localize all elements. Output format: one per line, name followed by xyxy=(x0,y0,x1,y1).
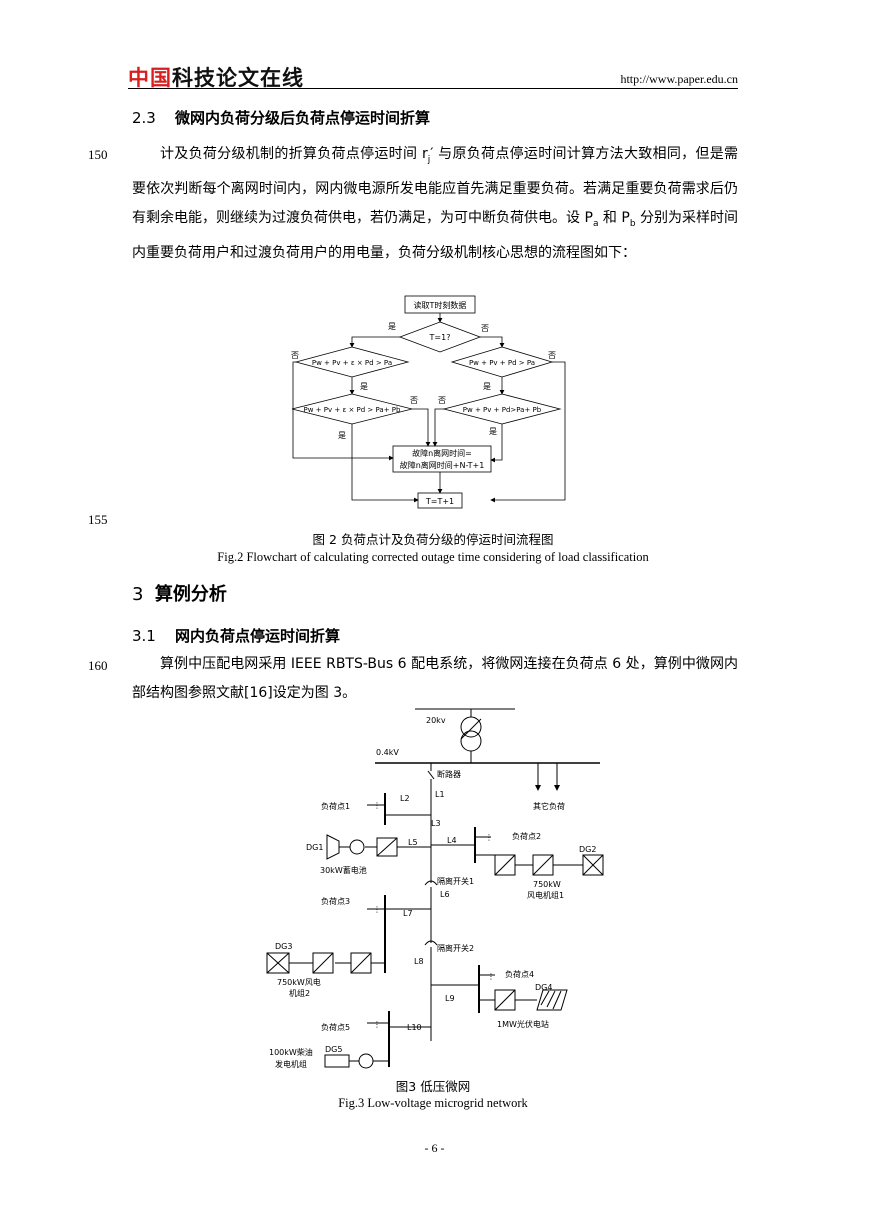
microgrid-diagram-fig3: ⋮ ⋮ ⋮ ⋮ ⋮ 20kv 0.4kV 断路器 其它负荷 L1 L2 L3 L… xyxy=(266,708,604,1069)
wind-generator-2-icon xyxy=(266,952,290,974)
section-heading-2-3: 2.3 微网内负荷分级后负荷点停运时间折算 xyxy=(132,107,430,128)
label-isolator2: 隔离开关2 xyxy=(437,943,474,953)
paragraph-load-classification: 计及负荷分级机制的折算负荷点停运时间 rj′ 与原负荷点停运时间计算方法大致相同… xyxy=(132,146,739,261)
line-number-160: 160 xyxy=(88,658,108,673)
label-dg1: DG1 xyxy=(306,843,323,852)
fault-label-line2: 故障n离网时间+N-T+1 xyxy=(400,460,485,470)
label-pv: 1MW光伏电站 xyxy=(497,1019,549,1029)
diesel-generator-icon xyxy=(324,1054,350,1068)
label-load2: 负荷点2 xyxy=(512,831,541,841)
label-load5: 负荷点5 xyxy=(321,1022,350,1032)
label-load3: 负荷点3 xyxy=(321,896,350,906)
left-condition-2-label: Pw + Pv + ε × Pd > Pa+ Pb xyxy=(304,406,402,414)
yes-label: 是 xyxy=(489,427,497,436)
header-url[interactable]: http://www.paper.edu.cn xyxy=(620,72,738,86)
label-dg4: DG4 xyxy=(535,983,552,992)
fault-label-line1: 故障n离网时间= xyxy=(412,448,472,458)
pv-array-icon xyxy=(536,989,568,1011)
label-l4: L4 xyxy=(447,836,457,845)
read-data-label: 读取T时刻数据 xyxy=(414,300,467,310)
fig2-caption-cn: 图 2 负荷点计及负荷分级的停运时间流程图 xyxy=(312,532,554,547)
label-battery: 30kW蓄电池 xyxy=(320,865,367,875)
journal-logo: 中国科技论文在线 xyxy=(128,66,304,90)
t-equals-1-diamond xyxy=(398,321,482,353)
label-l5: L5 xyxy=(408,838,418,847)
label-diesel-line2: 发电机组 xyxy=(275,1059,307,1069)
yes-label: 是 xyxy=(388,322,396,331)
label-isolator1: 隔离开关1 xyxy=(437,876,474,886)
label-other-load: 其它负荷 xyxy=(533,801,565,811)
label-diesel-line1: 100kW柴油 xyxy=(269,1047,313,1057)
yes-label: 是 xyxy=(360,382,368,391)
label-dg3: DG3 xyxy=(275,942,292,951)
label-l6: L6 xyxy=(440,890,450,899)
section-number: 2.3 xyxy=(132,109,156,127)
transformer-icon xyxy=(460,716,482,738)
svg-text:⋮: ⋮ xyxy=(485,833,493,842)
no-label: 否 xyxy=(548,351,556,360)
section-number: 3.1 xyxy=(132,627,156,645)
isolator-2-icon xyxy=(424,940,438,946)
line-number-150: 150 xyxy=(88,147,108,162)
svg-text:⋮: ⋮ xyxy=(373,1020,381,1029)
svg-text:⋮: ⋮ xyxy=(373,801,381,810)
fault-time-box xyxy=(392,445,492,473)
label-20kv: 20kv xyxy=(426,716,446,725)
section-heading-3: 3 算例分析 xyxy=(132,580,227,606)
fig3-caption-en: Fig.3 Low-voltage microgrid network xyxy=(338,1096,528,1110)
flowchart-fig2: 读取T时刻数据 T=1? Pw + Pv + ε × Pd > Pa Pw + … xyxy=(291,295,566,509)
section-title: 微网内负荷分级后负荷点停运时间折算 xyxy=(174,109,430,127)
no-label: 否 xyxy=(410,396,418,405)
label-wind1-line1: 750kW xyxy=(533,880,561,889)
battery-icon xyxy=(326,834,340,860)
t-increment-box xyxy=(417,492,463,509)
label-l10: L10 xyxy=(407,1023,422,1032)
page-number: - 6 - xyxy=(424,1141,445,1155)
line-number-155: 155 xyxy=(88,512,108,527)
section-heading-3-1: 3.1 网内负荷点停运时间折算 xyxy=(132,625,340,646)
diesel-ac-icon xyxy=(358,1053,374,1069)
yes-label: 是 xyxy=(483,382,491,391)
left-condition-1-label: Pw + Pv + ε × Pd > Pa xyxy=(312,359,392,367)
yes-label: 是 xyxy=(338,431,346,440)
fig3-caption-cn: 图3 低压微网 xyxy=(395,1079,471,1094)
section-number: 3 xyxy=(132,584,144,605)
fig2-caption-en: Fig.2 Flowchart of calculating corrected… xyxy=(217,550,649,564)
label-l8: L8 xyxy=(414,957,424,966)
label-l1: L1 xyxy=(435,790,445,799)
paragraph-example: 算例中压配电网采用 IEEE RBTS-Bus 6 配电系统，将微网连接在负荷点… xyxy=(132,656,738,701)
label-wind1-line2: 风电机组1 xyxy=(527,890,564,900)
label-04kv: 0.4kV xyxy=(376,748,399,757)
label-l3: L3 xyxy=(431,819,441,828)
label-load4: 负荷点4 xyxy=(505,969,534,979)
label-l2: L2 xyxy=(400,794,410,803)
right-condition-1-label: Pw + Pv + Pd > Pa xyxy=(469,359,535,367)
t-increment-label: T=T+1 xyxy=(425,497,454,506)
label-breaker: 断路器 xyxy=(437,769,461,779)
right-condition-2-label: Pw + Pv + Pd>Pa+ Pb xyxy=(463,406,542,414)
no-label: 否 xyxy=(481,324,489,333)
label-l9: L9 xyxy=(445,994,455,1003)
no-label: 否 xyxy=(438,396,446,405)
no-label: 否 xyxy=(291,351,299,360)
isolator-1-icon xyxy=(424,880,438,886)
header-rule xyxy=(128,88,738,89)
label-load1: 负荷点1 xyxy=(321,801,350,811)
label-wind2-line2: 机组2 xyxy=(289,988,310,998)
label-dg2: DG2 xyxy=(579,845,596,854)
svg-text:⋮: ⋮ xyxy=(487,972,495,981)
label-l7: L7 xyxy=(403,909,413,918)
t-equals-1-label: T=1? xyxy=(429,333,451,342)
section-title: 算例分析 xyxy=(154,584,227,605)
label-dg5: DG5 xyxy=(325,1045,342,1054)
section-title: 网内负荷点停运时间折算 xyxy=(174,627,340,645)
ac-source-icon xyxy=(349,839,365,855)
wind-generator-1-icon xyxy=(582,854,604,876)
svg-text:⋮: ⋮ xyxy=(373,905,381,914)
label-wind2-line1: 750kW风电 xyxy=(277,977,321,987)
breaker-icon xyxy=(427,770,435,780)
